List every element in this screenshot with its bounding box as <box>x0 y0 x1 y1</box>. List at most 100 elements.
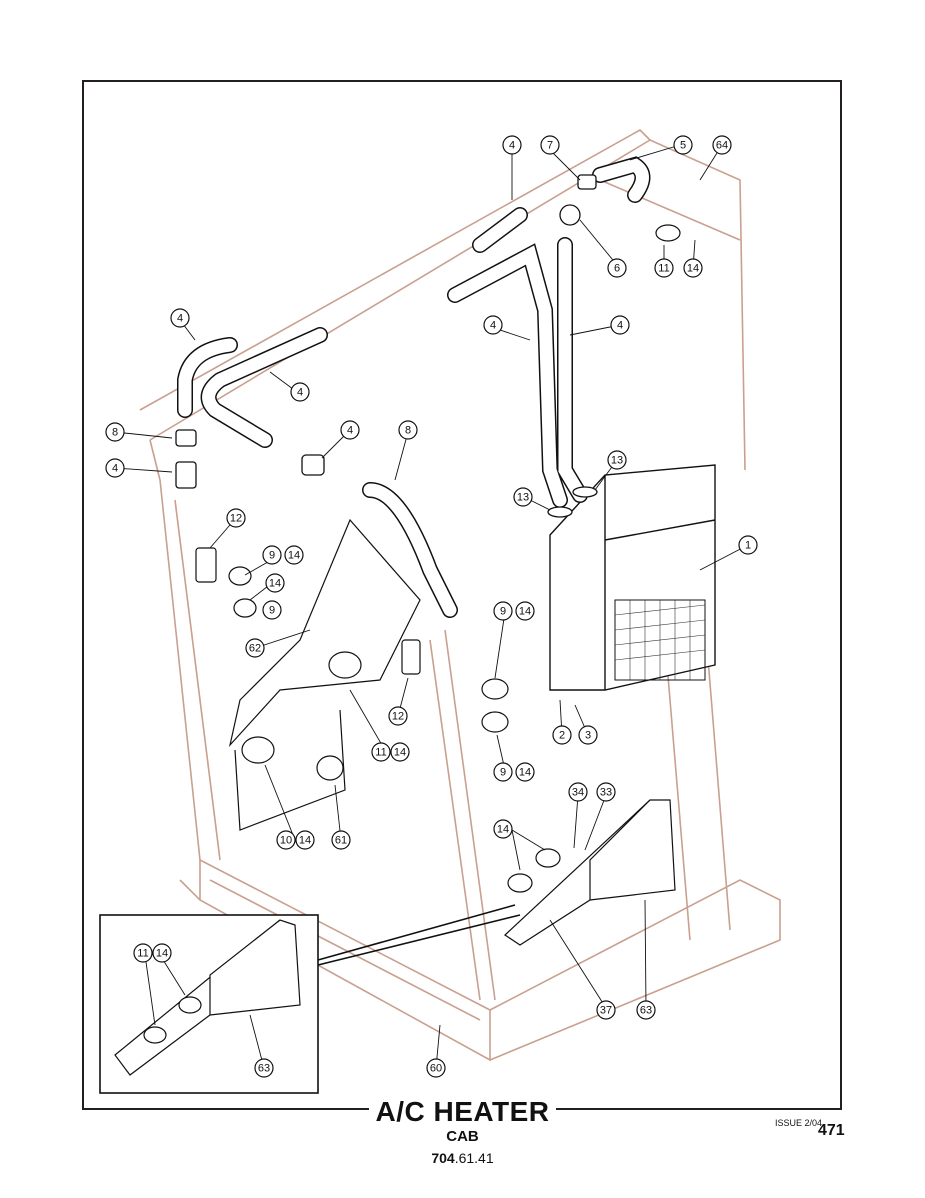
page-title: A/C HEATER <box>369 1096 556 1128</box>
callout-bubble <box>493 762 513 782</box>
callout-11: 11 <box>133 943 153 963</box>
callout-number: 2 <box>559 730 565 742</box>
callout-10: 10 <box>276 830 296 850</box>
callout-bubble <box>493 601 513 621</box>
callout-4: 4 <box>502 135 522 155</box>
callout-number: 14 <box>519 767 531 779</box>
callout-bubble <box>683 258 703 278</box>
callout-63: 63 <box>254 1058 274 1078</box>
callout-4: 4 <box>340 420 360 440</box>
callout-number: 14 <box>299 835 311 847</box>
callout-8: 8 <box>398 420 418 440</box>
callout-bubble <box>371 742 391 762</box>
callout-number: 8 <box>405 425 411 437</box>
callout-bubble <box>284 545 304 565</box>
callout-60: 60 <box>426 1058 446 1078</box>
callout-number: 14 <box>269 578 281 590</box>
callout-number: 60 <box>430 1063 442 1075</box>
callout-bubble <box>290 382 310 402</box>
callout-4: 4 <box>483 315 503 335</box>
callout-bubble <box>133 943 153 963</box>
callout-14: 14 <box>152 943 172 963</box>
callout-61: 61 <box>331 830 351 850</box>
callout-bubble <box>426 1058 446 1078</box>
callout-number: 14 <box>519 606 531 618</box>
callout-bubble <box>390 742 410 762</box>
callout-bubble <box>673 135 693 155</box>
callout-bubble <box>596 1000 616 1020</box>
issue-label: ISSUE 2/04 <box>775 1118 823 1128</box>
callout-4: 4 <box>170 308 190 328</box>
callout-bubble <box>170 308 190 328</box>
callout-number: 14 <box>156 948 168 960</box>
callout-34: 34 <box>568 782 588 802</box>
callout-bubble <box>636 1000 656 1020</box>
callout-number: 3 <box>585 730 591 742</box>
callout-number: 9 <box>500 767 506 779</box>
callout-bubble <box>254 1058 274 1078</box>
callout-number: 61 <box>335 835 347 847</box>
callout-14: 14 <box>493 819 513 839</box>
section-code: 704.61.41 <box>0 1150 925 1166</box>
callout-bubble <box>265 573 285 593</box>
callout-number: 34 <box>572 787 584 799</box>
callout-number: 11 <box>375 747 386 759</box>
callout-9: 9 <box>262 545 282 565</box>
callout-number: 8 <box>112 427 118 439</box>
callout-11: 11 <box>654 258 674 278</box>
callout-bubble <box>152 943 172 963</box>
callout-64: 64 <box>712 135 732 155</box>
callout-bubble <box>738 535 758 555</box>
callout-11: 11 <box>371 742 391 762</box>
callout-bubble <box>493 819 513 839</box>
callout-13: 13 <box>607 450 627 470</box>
callout-bubble <box>552 725 572 745</box>
callout-number: 10 <box>280 835 292 847</box>
callout-number: 14 <box>497 824 509 836</box>
callout-14: 14 <box>390 742 410 762</box>
callout-number: 13 <box>517 492 529 504</box>
callout-14: 14 <box>515 601 535 621</box>
callout-bubble <box>262 545 282 565</box>
callout-12: 12 <box>388 706 408 726</box>
callout-7: 7 <box>540 135 560 155</box>
callout-37: 37 <box>596 1000 616 1020</box>
callout-33: 33 <box>596 782 616 802</box>
callout-bubble <box>568 782 588 802</box>
inset-duct <box>114 919 301 1076</box>
callout-14: 14 <box>265 573 285 593</box>
callout-bubble <box>502 135 522 155</box>
callout-number: 9 <box>500 606 506 618</box>
section-code-bold: 704 <box>431 1150 455 1166</box>
callout-bubble <box>245 638 265 658</box>
callout-bubble <box>262 600 282 620</box>
callout-number: 4 <box>490 320 496 332</box>
callout-9: 9 <box>262 600 282 620</box>
callout-bubble <box>483 315 503 335</box>
callout-4: 4 <box>610 315 630 335</box>
callout-number: 63 <box>258 1063 270 1075</box>
hoses-fill <box>178 157 649 617</box>
callout-bubble <box>610 315 630 335</box>
couplings <box>175 174 598 518</box>
callout-number: 5 <box>680 140 686 152</box>
callout-number: 1 <box>745 540 751 552</box>
callout-bubble <box>398 420 418 440</box>
callout-number: 64 <box>716 140 728 152</box>
callout-13: 13 <box>513 487 533 507</box>
callout-number: 4 <box>617 320 623 332</box>
callout-number: 9 <box>269 605 275 617</box>
callout-number: 4 <box>177 313 183 325</box>
callout-9: 9 <box>493 601 513 621</box>
callout-62: 62 <box>245 638 265 658</box>
title-bar: A/C HEATER <box>0 1096 925 1128</box>
inset-pointer-lines <box>317 904 521 966</box>
callout-12: 12 <box>226 508 246 528</box>
callout-14: 14 <box>683 258 703 278</box>
callout-8: 8 <box>105 422 125 442</box>
callout-9: 9 <box>493 762 513 782</box>
callout-5: 5 <box>673 135 693 155</box>
callout-number: 13 <box>611 455 623 467</box>
